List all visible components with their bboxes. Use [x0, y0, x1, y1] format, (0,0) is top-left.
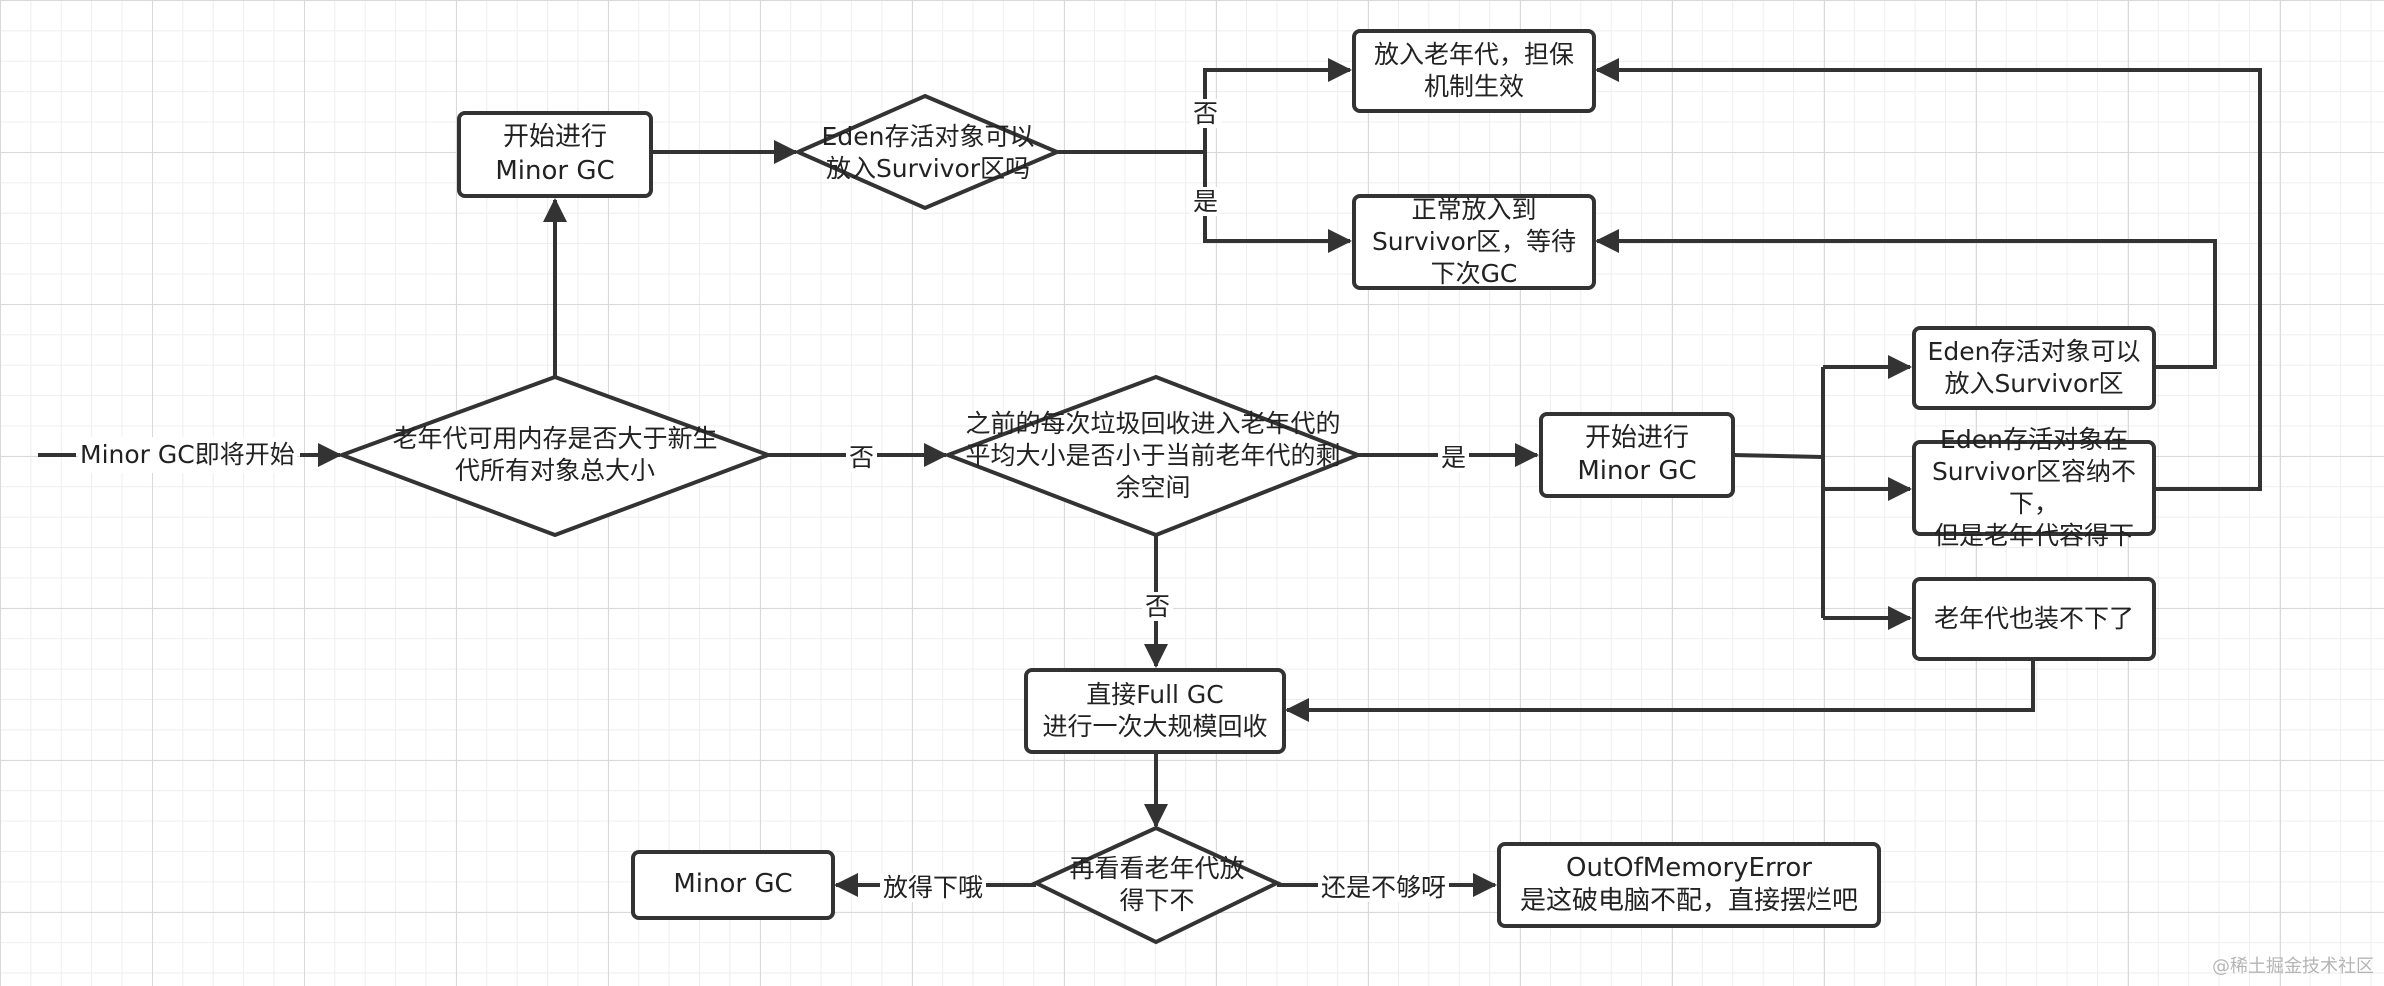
process-outcome-survivor-line-2: 放入Survivor区 [1944, 369, 2124, 398]
process-outcome-old-line-3: 但是老年代容得下 [1933, 521, 2134, 550]
process-into-survivor: 正常放入到 Survivor区，等待 下次GC [1352, 194, 1596, 290]
decision-avg-promotion-line-1: 之前的每次垃圾回收进入老年代的 [965, 409, 1341, 438]
decision-old-fits-line-2: 得下不 [1119, 886, 1195, 915]
edge-label-yes-eden-to-survivor: 是 [1190, 187, 1222, 216]
edge-outcome-old-to-into-old [1595, 58, 2262, 491]
process-outcome-old: Eden存活对象在 Survivor区容纳不下， 但是老年代容得下 [1912, 425, 2156, 550]
watermark: @稀土掘金技术社区 [2212, 956, 2374, 977]
process-into-old-guarantee-line-1: 放入老年代，担保 [1373, 40, 1574, 69]
decision-eden-fits-shape [793, 93, 1063, 211]
edge-label-no-avg: 否 [1142, 592, 1174, 621]
process-outcome-none-line-1: 老年代也装不下了 [1933, 604, 2134, 633]
process-outcome-survivor-line-1: Eden存活对象可以 [1927, 337, 2141, 366]
decision-eden-fits: Eden存活对象可以 放入Survivor区吗 [808, 120, 1048, 186]
start-label: Minor GC即将开始 [78, 437, 297, 473]
process-start-minor-gc-top-line-2: Minor GC [495, 155, 615, 186]
process-into-survivor-line-3: 下次GC [1430, 259, 1518, 288]
decision-old-fits-line-1: 再看看老年代放 [1069, 854, 1245, 883]
process-into-survivor-line-2: Survivor区，等待 [1371, 227, 1577, 256]
process-oom-line-1: OutOfMemoryError [1566, 852, 1812, 883]
decision-old-vs-young-shape [336, 374, 774, 538]
process-minor-gc-final-line-1: Minor GC [673, 869, 793, 900]
edge-label-not-enough: 还是不够呀 [1318, 873, 1450, 902]
process-start-minor-gc-mid: 开始进行 Minor GC [1539, 412, 1735, 498]
decision-old-vs-young-line-1: 老年代可用内存是否大于新生 [392, 424, 718, 453]
decision-old-fits-shape [1031, 825, 1282, 945]
edge-mid-minor-gc-out [1732, 453, 1824, 459]
edge-outcome-survivor-to-into-survivor [1595, 229, 2217, 369]
process-minor-gc-final: Minor GC [631, 850, 835, 920]
start-label-text: Minor GC即将开始 [80, 440, 295, 469]
process-into-survivor-line-1: 正常放入到 [1411, 195, 1537, 224]
process-start-minor-gc-mid-line-1: 开始进行 [1584, 422, 1689, 453]
process-start-minor-gc-top: 开始进行 Minor GC [457, 111, 653, 198]
process-into-old-guarantee-line-2: 机制生效 [1423, 72, 1524, 101]
edge-eden-no-to-old [1203, 58, 1352, 152]
edge-label-fits: 放得下哦 [880, 873, 987, 902]
process-start-minor-gc-top-line-1: 开始进行 [502, 122, 607, 153]
decision-old-vs-young-line-2: 代所有对象总大小 [454, 456, 655, 485]
edge-label-yes-avg: 是 [1438, 443, 1470, 472]
decision-avg-promotion-line-3: 余空间 [1115, 473, 1191, 502]
process-start-minor-gc-mid-line-2: Minor GC [1577, 456, 1697, 486]
process-outcome-old-line-1: Eden存活对象在 [1940, 425, 2128, 454]
edge-label-no-eden-to-old: 否 [1190, 99, 1222, 128]
decision-avg-promotion: 之前的每次垃圾回收进入老年代的 平均大小是否小于当前老年代的剩 余空间 [958, 406, 1348, 506]
process-full-gc-line-2: 进行一次大规模回收 [1042, 712, 1268, 741]
process-oom-line-2: 是这破电脑不配，直接摆烂吧 [1519, 886, 1858, 916]
decision-old-vs-young: 老年代可用内存是否大于新生 代所有对象总大小 [360, 410, 750, 500]
decision-avg-promotion-line-2: 平均大小是否小于当前老年代的剩 [965, 441, 1341, 470]
edge-none-to-full-gc [1285, 660, 2035, 722]
process-outcome-none: 老年代也装不下了 [1912, 577, 2156, 661]
process-outcome-survivor: Eden存活对象可以 放入Survivor区 [1912, 326, 2156, 410]
decision-eden-fits-line-1: Eden存活对象可以 [821, 122, 1035, 151]
process-oom: OutOfMemoryError 是这破电脑不配，直接摆烂吧 [1497, 842, 1881, 928]
decision-old-fits: 再看看老年代放 得下不 [1046, 852, 1268, 918]
edge-eden-yes-to-survivor [1203, 152, 1352, 253]
edge-label-no-old-vs-young: 否 [846, 443, 878, 472]
process-outcome-old-line-2: Survivor区容纳不下， [1931, 457, 2137, 518]
decision-eden-fits-line-2: 放入Survivor区吗 [825, 154, 1031, 183]
process-full-gc-line-1: 直接Full GC [1086, 680, 1224, 709]
process-full-gc: 直接Full GC 进行一次大规模回收 [1024, 668, 1286, 754]
process-into-old-guarantee: 放入老年代，担保 机制生效 [1352, 29, 1596, 113]
